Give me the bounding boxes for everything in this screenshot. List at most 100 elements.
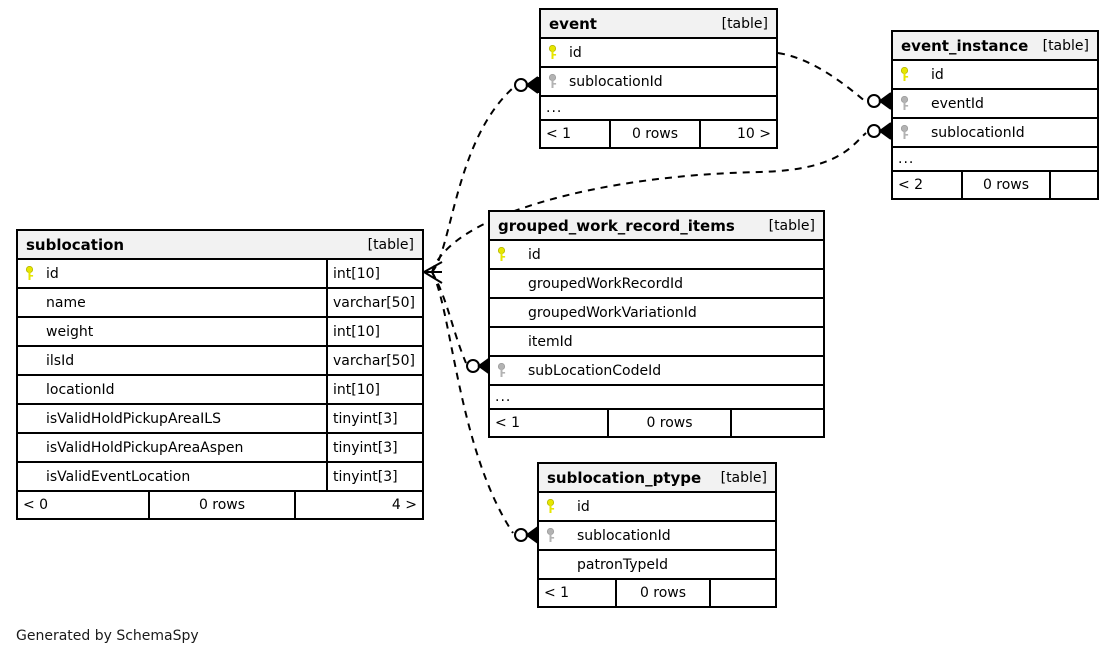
next-page[interactable]: 4 > (391, 497, 417, 513)
column-name: name (46, 294, 86, 311)
prev-page[interactable]: < 2 (898, 177, 924, 193)
table-sublocation-title: sublocation (26, 235, 125, 254)
foreign-key-icon (893, 90, 915, 117)
table-row[interactable]: isValidHoldPickupAreaAspen tinyint[3] (18, 434, 422, 463)
table-row[interactable]: sublocationId (539, 522, 775, 551)
key-slot-empty (18, 463, 40, 490)
table-sublocation[interactable]: sublocation [table] id int[10] name varc… (16, 229, 424, 520)
table-row[interactable]: ilsId varchar[50] (18, 347, 422, 376)
table-sublocation-ptype-title: sublocation_ptype (547, 468, 702, 487)
table-event-instance-header: event_instance [table] (893, 32, 1097, 61)
table-row[interactable]: groupedWorkRecordId (490, 270, 823, 299)
column-type: int[10] (326, 376, 422, 403)
table-row[interactable]: itemId (490, 328, 823, 357)
table-row[interactable]: isValidHoldPickupAreaILS tinyint[3] (18, 405, 422, 434)
column-type: tinyint[3] (326, 405, 422, 432)
column-name: sublocationId (569, 73, 663, 90)
table-row[interactable]: isValidEventLocation tinyint[3] (18, 463, 422, 492)
row-count: 0 rows (607, 410, 732, 436)
more-columns-indicator: ... (490, 386, 823, 410)
table-row[interactable]: subLocationCodeId (490, 357, 823, 386)
table-row[interactable]: id (539, 493, 775, 522)
table-grouped-work-record-items[interactable]: grouped_work_record_items [table] id gro… (488, 210, 825, 438)
table-row[interactable]: sublocationId (541, 68, 776, 97)
edge-sublocation-to-gwri (431, 271, 467, 364)
table-event-header: event [table] (541, 10, 776, 39)
table-row[interactable]: eventId (893, 90, 1097, 119)
key-slot-empty (18, 289, 40, 316)
table-row[interactable]: id int[10] (18, 260, 422, 289)
column-name: itemId (528, 333, 573, 350)
more-columns-indicator: ... (893, 148, 1097, 172)
table-event-instance-tag: [table] (1042, 37, 1089, 54)
table-sublocation-ptype-tag: [table] (720, 469, 767, 486)
column-type: int[10] (326, 318, 422, 345)
more-columns-indicator: ... (541, 97, 776, 121)
column-name: ilsId (46, 352, 75, 369)
table-sublocation-ptype[interactable]: sublocation_ptype [table] id sublocation… (537, 462, 777, 608)
column-name: isValidHoldPickupAreaILS (46, 410, 221, 427)
table-sublocation-header: sublocation [table] (18, 231, 422, 260)
foreign-key-icon (539, 522, 561, 549)
column-name: id (577, 498, 590, 515)
column-name: eventId (931, 95, 984, 112)
row-count: 0 rows (609, 121, 701, 147)
table-row[interactable]: name varchar[50] (18, 289, 422, 318)
foreign-key-icon (893, 119, 915, 146)
prev-page[interactable]: < 1 (495, 415, 521, 431)
column-name: id (931, 66, 944, 83)
next-page[interactable] (1051, 172, 1097, 198)
prev-page[interactable]: < 1 (544, 585, 570, 601)
key-slot-empty (539, 551, 561, 578)
prev-page[interactable]: < 1 (546, 126, 572, 142)
column-type: varchar[50] (326, 289, 422, 316)
column-name: patronTypeId (577, 556, 669, 573)
table-row[interactable]: sublocationId (893, 119, 1097, 148)
column-type: tinyint[3] (326, 434, 422, 461)
table-sublocation-tag: [table] (367, 236, 414, 253)
primary-key-icon (539, 493, 561, 520)
table-grouped-work-record-items-header: grouped_work_record_items [table] (490, 212, 823, 241)
table-event-instance-title: event_instance (901, 36, 1029, 55)
table-row[interactable]: id (893, 61, 1097, 90)
table-row[interactable]: groupedWorkVariationId (490, 299, 823, 328)
table-row[interactable]: patronTypeId (539, 551, 775, 580)
key-slot-empty (18, 347, 40, 374)
table-event-footer: < 1 0 rows 10 > (541, 121, 776, 147)
column-name: id (528, 246, 541, 263)
next-page[interactable] (732, 410, 823, 436)
column-type: int[10] (326, 260, 422, 287)
foreign-key-icon (490, 357, 512, 384)
key-slot-empty (18, 376, 40, 403)
table-row[interactable]: locationId int[10] (18, 376, 422, 405)
column-name: groupedWorkRecordId (528, 275, 683, 292)
edge-event-to-event-instance (777, 52, 867, 103)
key-slot-empty (18, 434, 40, 461)
column-name: isValidEventLocation (46, 468, 191, 485)
generated-by-credit: Generated by SchemaSpy (16, 628, 199, 644)
foreign-key-icon (541, 68, 563, 95)
column-name: isValidHoldPickupAreaAspen (46, 439, 244, 456)
column-name: locationId (46, 381, 115, 398)
prev-page[interactable]: < 0 (23, 497, 49, 513)
row-count: 0 rows (961, 172, 1051, 198)
row-count: 0 rows (148, 492, 296, 518)
table-row[interactable]: weight int[10] (18, 318, 422, 347)
key-slot-empty (490, 299, 512, 326)
table-event-instance[interactable]: event_instance [table] id eventId subloc… (891, 30, 1099, 200)
column-type: varchar[50] (326, 347, 422, 374)
table-event-instance-footer: < 2 0 rows (893, 172, 1097, 198)
primary-key-icon (490, 241, 512, 268)
column-name: subLocationCodeId (528, 362, 662, 379)
table-row[interactable]: id (541, 39, 776, 68)
table-row[interactable]: id (490, 241, 823, 270)
table-sublocation-ptype-footer: < 1 0 rows (539, 580, 775, 606)
next-page[interactable]: 10 > (737, 126, 771, 142)
column-name: sublocationId (931, 124, 1025, 141)
table-sublocation-ptype-header: sublocation_ptype [table] (539, 464, 775, 493)
table-event[interactable]: event [table] id sublocationId ... < 1 0… (539, 8, 778, 149)
key-slot-empty (18, 405, 40, 432)
primary-key-icon (18, 260, 40, 287)
next-page[interactable] (711, 580, 775, 606)
